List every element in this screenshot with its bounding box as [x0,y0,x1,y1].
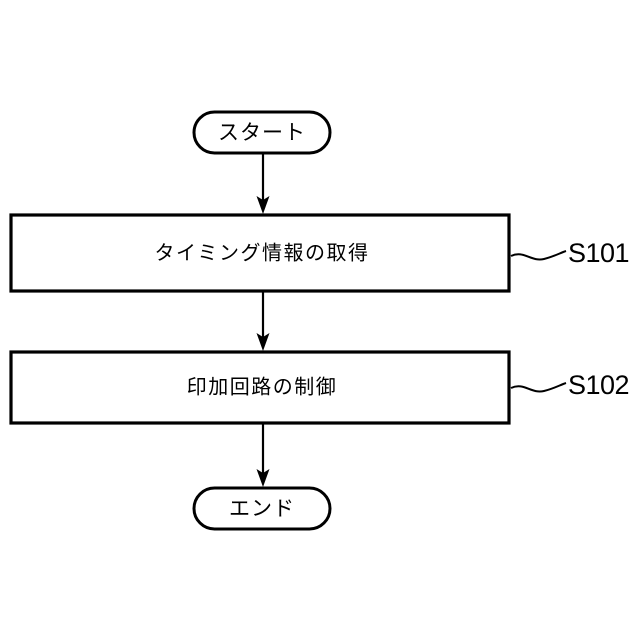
step1-process-label: タイミング情報の取得 [155,241,370,264]
node-start[interactable]: スタート [192,110,332,155]
arrow-down-icon [256,469,270,487]
arrow-down-icon [256,333,270,351]
node-step1[interactable]: タイミング情報の取得 [9,213,511,293]
connector-step2-to-end [256,423,270,487]
start-terminal-label: スタート [218,122,306,145]
connector-step1-to-step2 [256,291,270,351]
step-ref-s102: S102 [510,370,630,400]
leader-line-s101 [510,250,567,261]
step1-process-shape [9,213,511,293]
arrow-down-icon [256,196,270,214]
step-ref-s101: S101 [510,238,630,268]
node-end[interactable]: エンド [192,486,332,531]
step1-ref-text: S101 [568,238,629,268]
step2-process-label: 印加回路の制御 [187,375,338,398]
step2-process-shape [9,350,511,425]
node-step2[interactable]: 印加回路の制御 [9,350,511,425]
end-terminal-shape [192,486,332,531]
connector-start-to-step1 [256,153,270,214]
leader-line-s102 [510,382,567,393]
end-terminal-label: エンド [229,498,295,521]
step2-ref-text: S102 [568,370,629,400]
